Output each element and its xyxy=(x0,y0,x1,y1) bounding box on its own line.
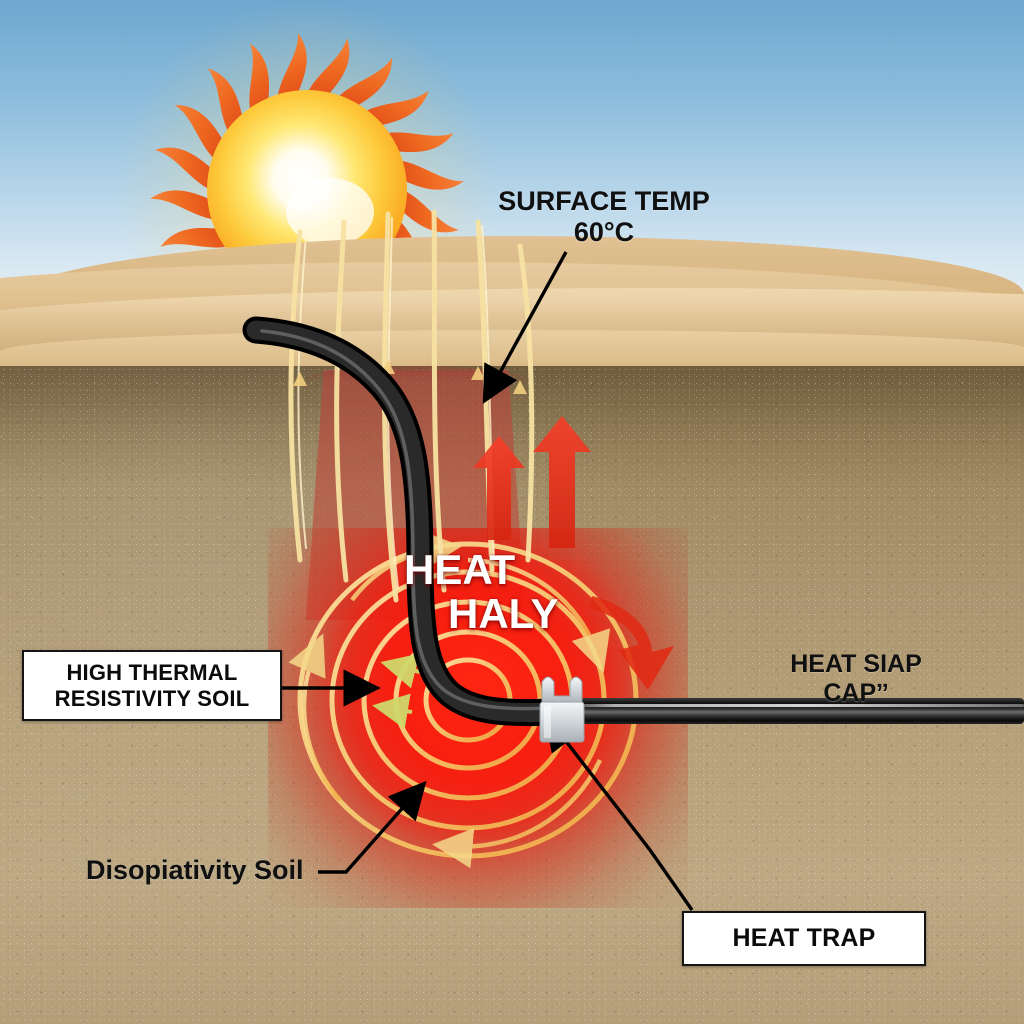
label-high-thermal-resistivity-soil: HIGH THERMAL RESISTIVITY SOIL xyxy=(22,650,282,722)
label-heat-siap-line2: CAPˮ xyxy=(823,679,889,707)
red-up-arrow-icon xyxy=(473,416,591,548)
label-heat-siap-line1: HEAT SIAP xyxy=(790,650,922,678)
label-heat-siap-cap: HEAT SIAP CAPˮ xyxy=(756,650,956,708)
cable-gloss-highlight xyxy=(548,704,1024,707)
buried-cable-horizontal xyxy=(548,698,1024,724)
leader-arrow-dissipativity xyxy=(318,780,427,874)
label-heat-halo-line1: HEAT xyxy=(404,546,516,593)
label-heat-trap: HEAT TRAP xyxy=(682,911,926,966)
label-dissipativity-soil: Disopiativity Soil xyxy=(86,855,304,885)
label-resistivity-line1: HIGH THERMAL xyxy=(66,660,238,685)
label-heat-halo: HEAT HALY xyxy=(404,548,584,635)
label-surface-temp: SURFACE TEMP 60°C xyxy=(494,186,714,248)
leader-arrow-heat-trap xyxy=(543,712,694,911)
leader-arrow-surface-temp xyxy=(482,251,568,404)
buried-cable xyxy=(242,316,570,727)
label-surface-temp-line1: SURFACE TEMP xyxy=(498,186,710,216)
label-resistivity-line2: RESISTIVITY SOIL xyxy=(54,685,250,711)
label-surface-temp-line2: 60°C xyxy=(573,217,635,247)
label-heat-halo-line2: HALY xyxy=(448,589,559,637)
cable-clamp-icon xyxy=(539,676,585,743)
